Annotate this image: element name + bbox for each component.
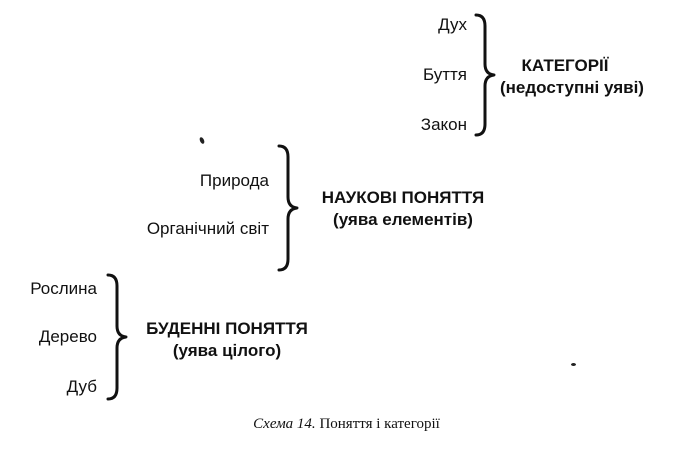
concept-item: Дерево: [38, 327, 97, 346]
concept-item: Органічний світ: [146, 219, 269, 238]
caption-text: Поняття і категорії: [315, 416, 440, 432]
scan-speck: [198, 136, 206, 145]
scientific-concepts-title: НАУКОВІ ПОНЯТТЯ (уява елементів): [321, 188, 485, 229]
concept-item: Буття: [422, 65, 467, 84]
concept-item: Природа: [199, 171, 269, 190]
concept-item: Рослина: [30, 279, 97, 298]
category-title: КАТЕГОРІЇ (недоступні уяві): [500, 56, 644, 97]
concept-item: Дух: [438, 15, 467, 34]
figure-caption: Схема 14. Поняття і категорії: [0, 416, 693, 433]
everyday-concepts-title: БУДЕННІ ПОНЯТТЯ (уява цілого): [146, 319, 308, 360]
curly-brace-icon: [277, 144, 299, 272]
curly-brace-icon: [106, 273, 128, 401]
caption-label: Схема 14.: [253, 416, 316, 432]
scan-speck: [571, 363, 576, 366]
concept-item: Закон: [420, 115, 467, 134]
concept-item: Дуб: [66, 377, 97, 396]
curly-brace-icon: [474, 13, 496, 137]
